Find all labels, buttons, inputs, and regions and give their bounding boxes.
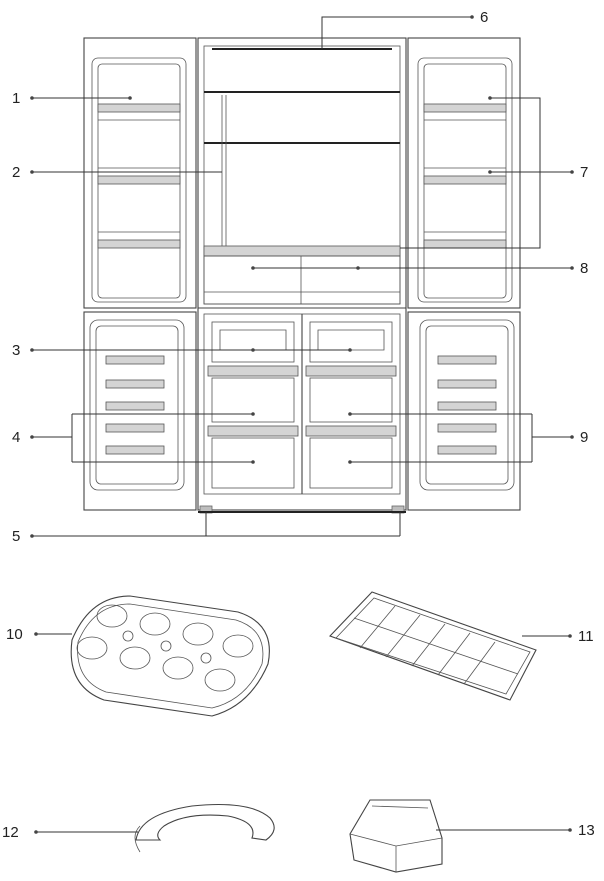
callout-6: 6 [480, 9, 488, 26]
upper-right-door [407, 37, 521, 309]
callout-9: 9 [580, 429, 588, 446]
callout-4: 4 [12, 429, 20, 446]
lower-left-door [83, 311, 197, 511]
callout-11: 11 [578, 628, 594, 645]
callout-8: 8 [580, 260, 588, 277]
ice-tray-cells [353, 605, 519, 685]
callout-7: 7 [580, 164, 588, 181]
callout-2: 2 [12, 164, 20, 181]
lower-right-door [407, 311, 521, 511]
callout-3: 3 [12, 342, 20, 359]
refrigerator-body [197, 37, 407, 514]
callout-12: 12 [2, 824, 19, 841]
callout-10: 10 [6, 626, 23, 643]
spacer-ring [134, 804, 275, 853]
leader-lines [30, 15, 574, 834]
upper-left-door [83, 37, 197, 309]
egg-tray [70, 595, 270, 717]
ice-cube-tray [329, 591, 537, 701]
callout-5: 5 [12, 528, 20, 545]
right-door-bins [437, 355, 497, 455]
callout-1: 1 [12, 90, 20, 107]
left-door-bins [105, 355, 165, 455]
callout-labels: 1 2 3 4 5 6 7 8 9 10 11 12 13 [2, 9, 595, 841]
cooling-block [349, 799, 443, 873]
callout-13: 13 [578, 822, 595, 839]
